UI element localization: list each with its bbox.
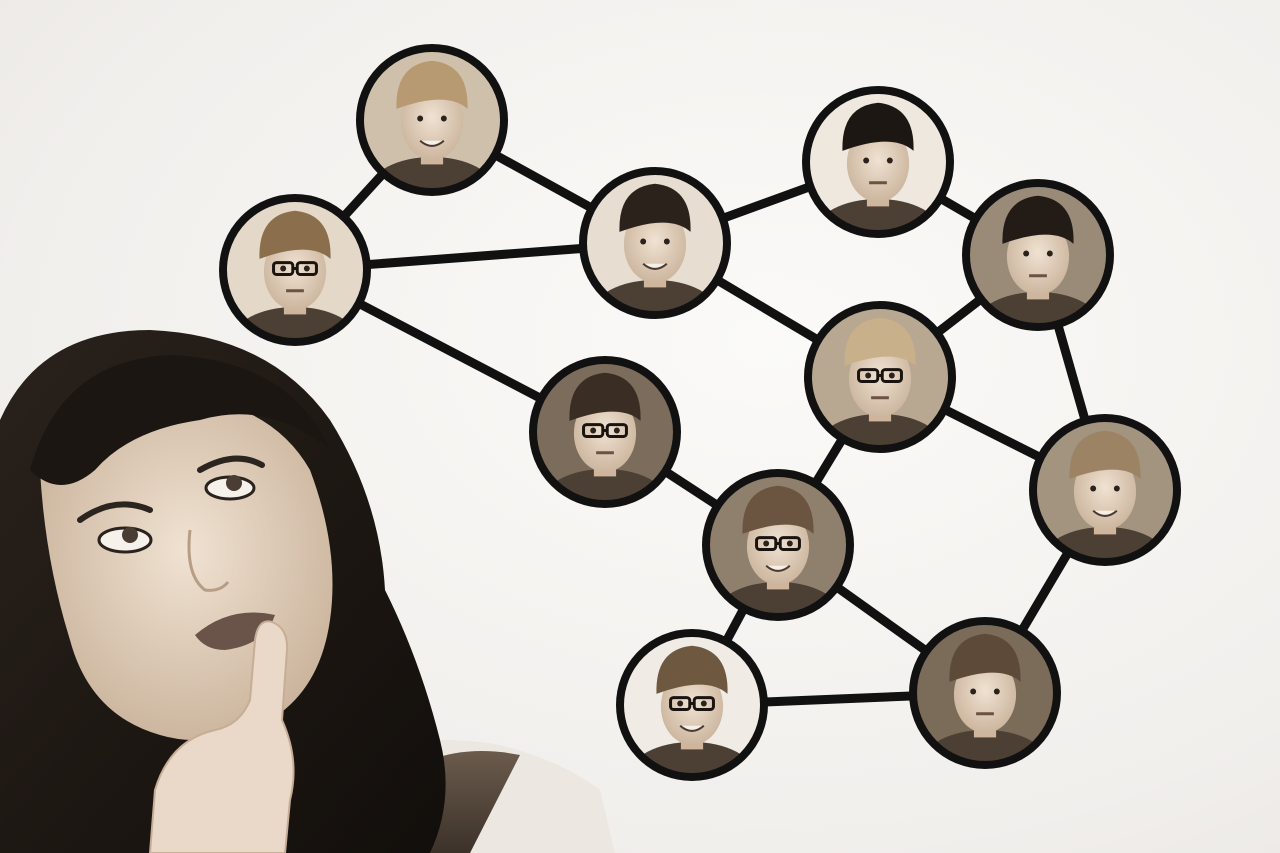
person-shoulders	[542, 469, 668, 502]
person-shoulders	[369, 157, 495, 190]
woman-left-iris	[122, 527, 138, 543]
person-shoulders	[817, 414, 943, 447]
node-ring	[802, 86, 954, 238]
person-mouth	[1092, 509, 1118, 517]
thinking-woman	[0, 330, 615, 853]
person-hair	[844, 317, 916, 366]
person-eye	[993, 688, 1000, 695]
person-hair	[396, 60, 468, 109]
person-eye	[590, 427, 597, 434]
person-shoulders	[815, 199, 941, 232]
person-shoulders	[922, 730, 1048, 763]
node-ring	[962, 179, 1114, 331]
glasses-lens	[755, 536, 778, 551]
glasses-lens	[582, 423, 605, 438]
person-hair	[656, 645, 728, 694]
person-shoulders	[232, 307, 358, 340]
person-eye	[303, 265, 310, 272]
person-eye	[700, 700, 707, 707]
profile-photo-node	[356, 44, 508, 196]
profile-photo-node	[909, 617, 1061, 769]
profile-photo-node	[219, 194, 371, 346]
person-hair	[842, 102, 914, 151]
person-shoulders	[592, 280, 718, 313]
profile-photo-node	[529, 356, 681, 508]
node-ring	[909, 617, 1061, 769]
glasses-lens	[669, 696, 692, 711]
profile-photo-node	[579, 167, 731, 319]
person-shoulders	[975, 292, 1101, 325]
person-eye	[970, 688, 977, 695]
node-ring	[356, 44, 508, 196]
woman-lips	[195, 612, 275, 650]
person-eye	[865, 372, 872, 379]
person-shoulders	[1042, 527, 1168, 560]
woman-nose	[187, 529, 230, 592]
person-eye	[886, 157, 893, 164]
profile-photo-node	[1029, 414, 1181, 566]
person-shoulders	[629, 742, 755, 775]
person-eye	[440, 115, 447, 122]
woman-left-eyebrow	[77, 501, 153, 523]
node-ring	[579, 167, 731, 319]
person-hair	[1069, 430, 1141, 479]
person-eye	[280, 265, 287, 272]
person-hair	[619, 183, 691, 232]
profile-photo-node	[802, 86, 954, 238]
person-eye	[417, 115, 424, 122]
person-hair	[949, 633, 1021, 682]
node-ring	[804, 301, 956, 453]
person-eye	[663, 238, 670, 245]
person-eye	[786, 540, 793, 547]
node-ring	[219, 194, 371, 346]
person-hair	[742, 485, 814, 534]
woman-hand	[148, 620, 295, 853]
profile-photo-node	[962, 179, 1114, 331]
person-mouth	[419, 139, 445, 147]
person-eye	[640, 238, 647, 245]
person-hair	[1002, 195, 1074, 244]
person-hair	[259, 210, 331, 259]
person-shoulders	[715, 582, 841, 615]
person-mouth	[765, 564, 791, 572]
person-eye	[863, 157, 870, 164]
person-eye	[613, 427, 620, 434]
profile-nodes	[219, 44, 1181, 781]
person-eye	[1113, 485, 1120, 492]
person-eye	[888, 372, 895, 379]
profile-photo-node	[616, 629, 768, 781]
person-eye	[763, 540, 770, 547]
profile-photo-node	[702, 469, 854, 621]
node-ring	[529, 356, 681, 508]
person-mouth	[642, 262, 668, 270]
person-eye	[1023, 250, 1030, 257]
node-ring	[702, 469, 854, 621]
node-ring	[1029, 414, 1181, 566]
person-mouth	[679, 724, 705, 732]
person-hair	[569, 372, 641, 421]
person-eye	[1090, 485, 1097, 492]
node-ring	[616, 629, 768, 781]
profile-photo-node	[804, 301, 956, 453]
woman-bangs	[30, 355, 330, 485]
woman-right-iris	[226, 475, 242, 491]
person-eye	[677, 700, 684, 707]
person-eye	[1046, 250, 1053, 257]
woman-right-eyebrow	[197, 455, 265, 473]
glasses-lens	[857, 368, 880, 383]
